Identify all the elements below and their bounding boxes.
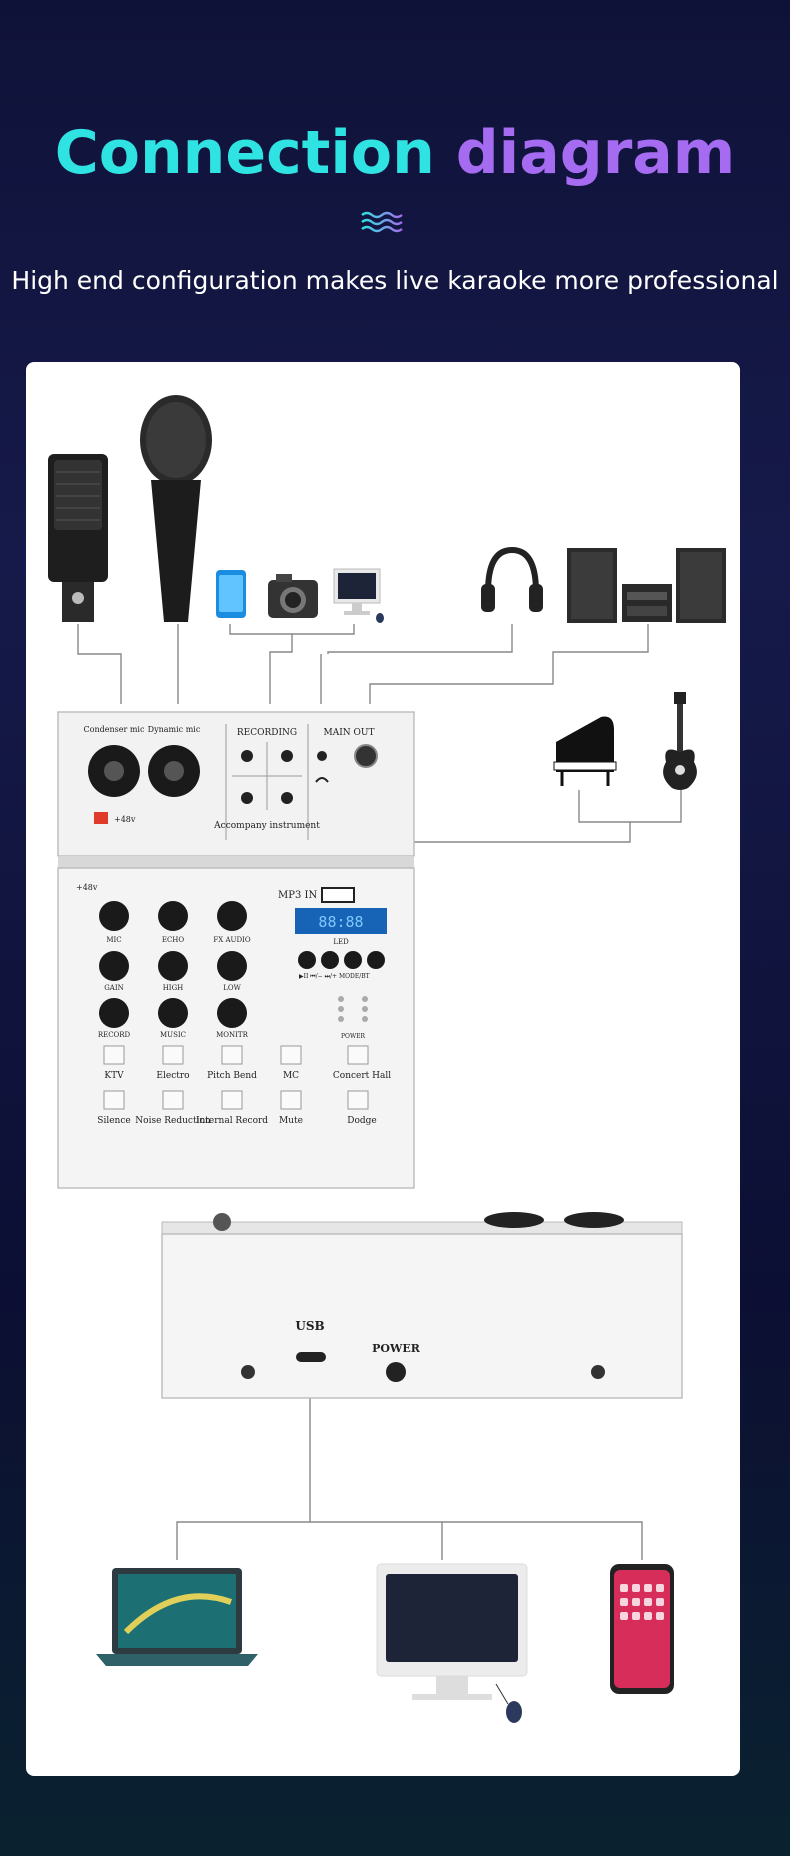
knob-label: MIC — [106, 936, 121, 944]
knob-label: FX AUDIO — [213, 936, 250, 944]
knob-label: ECHO — [162, 936, 185, 944]
button-label: Silence — [97, 1116, 130, 1126]
phone-icon — [216, 570, 246, 618]
led-label: LED — [333, 938, 349, 946]
led-display-text: 88:88 — [318, 913, 363, 931]
button-label: KTV — [104, 1071, 124, 1081]
button-label: MC — [283, 1071, 299, 1081]
main-out-jack[interactable] — [317, 751, 327, 761]
button-label: Electro — [156, 1071, 189, 1081]
mp3-in-label: MP3 IN — [278, 890, 317, 901]
knob-label: MUSIC — [160, 1031, 186, 1039]
transport-label: ▶II ⏮/− ⏭/+ MODE/BT — [299, 973, 370, 980]
power-button[interactable] — [386, 1362, 406, 1382]
knob-grid[interactable] — [99, 901, 247, 1028]
button-label: Dodge — [347, 1116, 376, 1126]
page-title: Connection diagram — [0, 118, 790, 188]
accompany-label: Accompany instrument — [213, 821, 320, 831]
main-out-label: MAIN OUT — [324, 728, 375, 738]
condenser-mic-icon — [48, 454, 108, 622]
monitor-icon — [333, 568, 384, 623]
mixer-back-panel: USB POWER — [161, 1212, 683, 1399]
recording-jack-1[interactable] — [241, 750, 253, 762]
accompany-jack-1[interactable] — [241, 792, 253, 804]
led-display — [295, 908, 387, 934]
button-label: Internal Record — [196, 1116, 268, 1126]
headphone-icon — [315, 777, 329, 783]
connection-lines — [77, 624, 682, 1560]
headphone-out-jack[interactable] — [354, 744, 378, 768]
diagram-card: Condenser mic Dynamic mic +48v RECORDING… — [26, 362, 740, 1776]
speakers-icon — [567, 548, 726, 623]
button-label: Mute — [279, 1116, 303, 1126]
dynamic-label: Dynamic mic — [148, 725, 201, 734]
piano-icon — [553, 716, 617, 786]
recording-label: RECORDING — [237, 728, 297, 738]
condenser-label: Condenser mic — [84, 725, 145, 734]
phantom-power-switch[interactable] — [94, 812, 108, 824]
headphones-icon — [481, 546, 543, 612]
button-label: Pitch Bend — [207, 1071, 257, 1081]
button-label: Noise Reduction — [135, 1116, 211, 1126]
title-word-2: diagram — [455, 118, 736, 188]
smartphone-icon — [610, 1564, 674, 1694]
phantom-led-label: +48v — [76, 883, 98, 892]
phantom-power-label: +48v — [114, 815, 136, 824]
wave-divider-icon — [361, 211, 403, 233]
accompany-jack-2[interactable] — [281, 792, 293, 804]
knob-label: GAIN — [104, 984, 124, 992]
button-label: Concert Hall — [333, 1071, 391, 1081]
knob-label: RECORD — [98, 1031, 131, 1039]
power-led-label: POWER — [341, 1033, 366, 1040]
laptop-icon — [96, 1568, 258, 1666]
usb-c-port[interactable] — [296, 1352, 326, 1362]
knob-label: LOW — [223, 984, 241, 992]
camera-icon — [268, 574, 318, 618]
mixer-top-panel: Condenser mic Dynamic mic +48v RECORDING… — [57, 711, 415, 1189]
guitar-icon — [663, 692, 697, 790]
knob-label: HIGH — [163, 984, 184, 992]
back-power-label: POWER — [372, 1342, 421, 1355]
dynamic-mic-icon — [140, 395, 212, 622]
page-subtitle: High end configuration makes live karaok… — [11, 266, 779, 295]
knob-label: MONITR — [216, 1031, 248, 1039]
effect-buttons[interactable] — [103, 1045, 369, 1110]
transport-buttons[interactable] — [298, 951, 385, 969]
desktop-icon — [376, 1563, 528, 1723]
recording-jack-2[interactable] — [281, 750, 293, 762]
usb-port[interactable] — [321, 887, 355, 903]
usb-label: USB — [295, 1319, 324, 1333]
title-word-1: Connection — [54, 118, 435, 188]
